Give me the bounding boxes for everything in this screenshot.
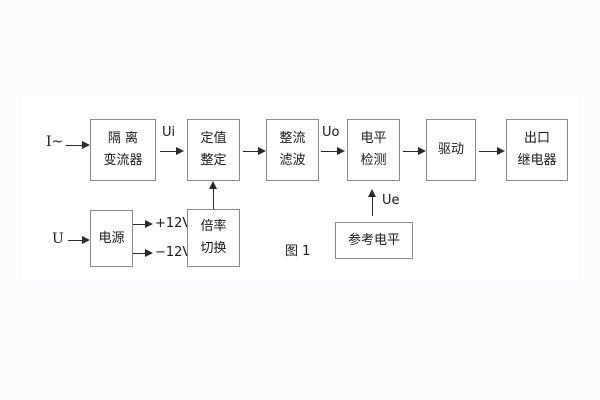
label-rail-positive: +12V: [155, 216, 192, 231]
block-reference: 参考电平: [335, 222, 413, 259]
block-level-detect-line-1: 电平: [360, 131, 387, 147]
block-drive: 驱动: [426, 119, 476, 181]
connector-drive-to-output-relay: [479, 151, 499, 152]
block-power-line-1: 电源: [98, 230, 125, 246]
label-rail-negative: −12V: [155, 245, 192, 260]
connector-input-to-power: [68, 240, 86, 241]
label-ue: Ue: [382, 193, 400, 208]
block-setting-line-1: 定值: [200, 131, 227, 147]
block-drive-line-1: 驱动: [437, 142, 464, 158]
connector-setting-to-rectify: [243, 151, 260, 152]
connector-multiplier-to-setting: [213, 188, 214, 209]
arrowhead-reference-to-level-detect: [368, 189, 376, 197]
arrowhead-power-rail-positive: [145, 219, 153, 228]
block-setting-line-2: 整定: [200, 153, 227, 168]
connector-rectify-to-level-detect: [321, 151, 339, 152]
block-rectify-line-1: 整流: [279, 131, 306, 147]
connector-power-rail-negative: [133, 253, 147, 254]
connector-reference-to-level-detect: [372, 196, 373, 216]
label-current-input: I~: [46, 134, 64, 150]
figure-caption: 图 1: [285, 244, 311, 259]
label-uo: Uo: [322, 125, 340, 140]
connector-input-to-isolation: [66, 145, 84, 146]
arrowhead-setting-to-rectify: [258, 146, 266, 155]
block-level-detect-line-2: 检测: [360, 153, 387, 168]
arrowhead-rectify-to-level-detect: [337, 146, 345, 155]
block-isolation: 隔 离 变流器: [90, 119, 156, 181]
block-output-relay-line-2: 继电器: [517, 153, 557, 168]
connector-power-rail-positive: [133, 224, 147, 225]
block-output-relay: 出口 继电器: [506, 119, 568, 181]
block-rectify-line-2: 滤波: [279, 153, 306, 168]
block-setting: 定值 整定: [187, 119, 240, 181]
block-power: 电源: [90, 210, 133, 267]
arrowhead-drive-to-output-relay: [497, 146, 505, 155]
block-multiplier-line-1: 倍率: [200, 219, 227, 235]
block-rectify: 整流 滤波: [266, 119, 319, 181]
arrowhead-isolation-to-setting: [176, 146, 184, 155]
arrowhead-multiplier-to-setting: [209, 181, 217, 189]
block-reference-line-1: 参考电平: [347, 232, 400, 248]
arrowhead-input-to-isolation: [82, 140, 90, 149]
arrowhead-power-rail-negative: [145, 248, 153, 257]
block-isolation-line-1: 隔 离: [107, 131, 139, 147]
block-multiplier-line-2: 切换: [200, 241, 227, 256]
connector-level-detect-to-drive: [403, 151, 420, 152]
label-ui: Ui: [162, 125, 176, 140]
block-isolation-line-2: 变流器: [103, 153, 143, 168]
arrowhead-level-detect-to-drive: [418, 146, 426, 155]
block-multiplier: 倍率 切换: [187, 209, 240, 267]
connector-isolation-to-setting: [160, 151, 178, 152]
arrowhead-input-to-power: [82, 235, 90, 244]
block-output-relay-line-1: 出口: [523, 131, 550, 147]
block-level-detect: 电平 检测: [347, 119, 400, 181]
label-voltage-input: U: [52, 231, 64, 247]
